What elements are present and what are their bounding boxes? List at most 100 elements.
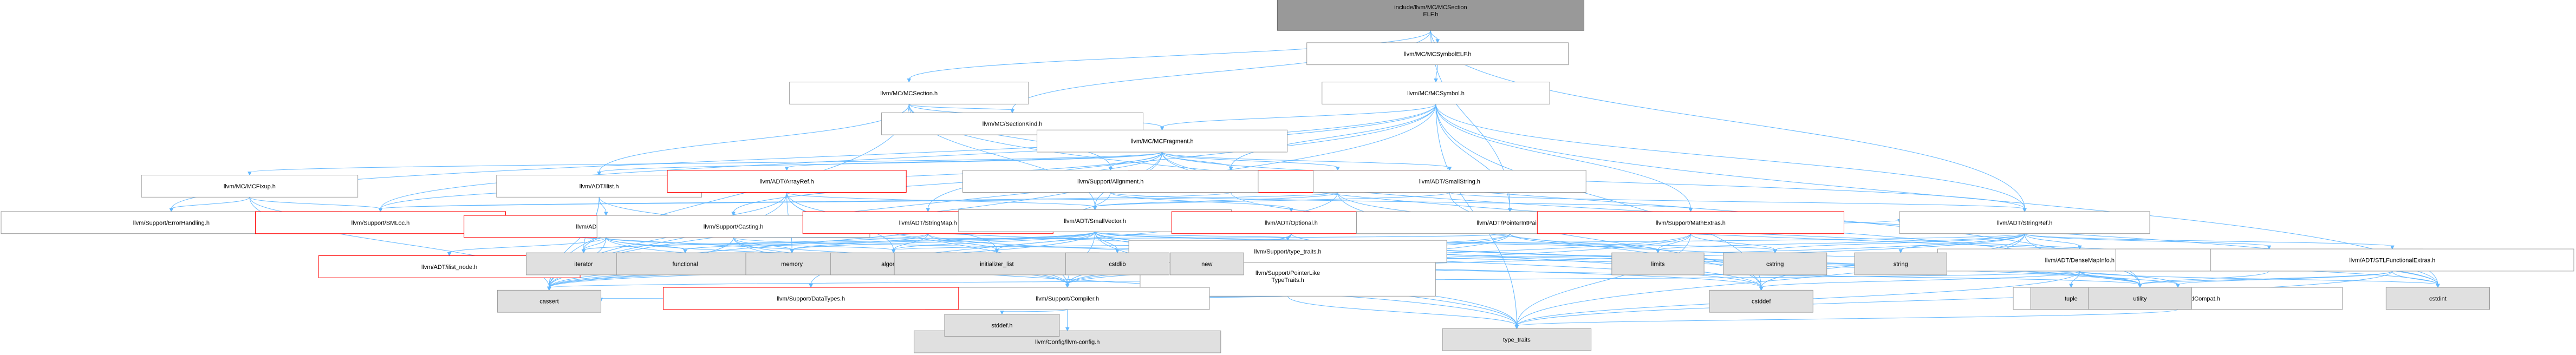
dependency-edge-frag-mcinst bbox=[1162, 152, 1340, 171]
node-label-arrayref: llvm/ADT/ArrayRef.h bbox=[760, 179, 814, 185]
dependency-edge-strref-cstring bbox=[1773, 233, 2025, 254]
node-label-string: string bbox=[1894, 261, 1908, 268]
node-label-compiler: llvm/Support/Compiler.h bbox=[1036, 295, 1099, 302]
node-box-sec bbox=[789, 82, 1029, 104]
node-typetraits[interactable]: type_traits bbox=[1442, 328, 1592, 351]
dependency-edge-smallstr-strref bbox=[1449, 192, 2027, 213]
node-symelf[interactable]: llvm/MC/MCSymbolELF.h bbox=[1306, 42, 1569, 65]
node-box-cstddef bbox=[1709, 290, 1813, 313]
node-string[interactable]: string bbox=[1854, 252, 1947, 275]
node-box-root bbox=[1277, 0, 1585, 31]
dependency-edge-smallvec-algorithm bbox=[891, 231, 1096, 254]
dependency-edge-strref-algorithm bbox=[891, 233, 2025, 254]
node-label-smallvec: llvm/ADT/SmallVector.h bbox=[1064, 218, 1126, 225]
dependency-edge-frag-align bbox=[1108, 152, 1163, 171]
node-new[interactable]: new bbox=[1169, 252, 1244, 275]
dependency-edge-sym-strmap bbox=[926, 104, 1436, 213]
node-box-cassert bbox=[497, 290, 602, 313]
node-limits[interactable]: limits bbox=[1611, 252, 1705, 275]
node-box-cstdint bbox=[2385, 287, 2490, 310]
node-label-typetraits_h: llvm/Support/type_traits.h bbox=[1254, 249, 1322, 255]
node-box-mathext bbox=[1537, 211, 1844, 234]
node-box-initlist bbox=[894, 252, 1100, 275]
node-box-symelf bbox=[1306, 42, 1569, 65]
node-cstddef[interactable]: cstddef bbox=[1709, 290, 1813, 313]
node-label-symelf: llvm/MC/MCSymbolELF.h bbox=[1404, 51, 1472, 57]
dependency-edge-frag-ilist bbox=[597, 152, 1163, 176]
node-mathext[interactable]: llvm/Support/MathExtras.h bbox=[1537, 211, 1844, 234]
node-box-functional bbox=[616, 252, 754, 275]
node-compiler[interactable]: llvm/Support/Compiler.h bbox=[925, 287, 1210, 310]
node-label-cstddef: cstddef bbox=[1752, 299, 1771, 305]
node-box-fixup bbox=[141, 175, 359, 198]
node-cstdint[interactable]: cstdint bbox=[2385, 287, 2490, 310]
node-cstring[interactable]: cstring bbox=[1723, 252, 1827, 275]
node-label-ilistnode: llvm/ADT/ilist_node.h bbox=[421, 264, 477, 271]
node-box-arrayref bbox=[667, 170, 907, 193]
node-align[interactable]: llvm/Support/Alignment.h bbox=[962, 170, 1259, 193]
node-smallstr[interactable]: llvm/ADT/SmallString.h bbox=[1313, 170, 1586, 193]
dependency-edge-strref-compiler bbox=[1065, 233, 2025, 288]
node-frag[interactable]: llvm/MC/MCFragment.h bbox=[1037, 129, 1288, 153]
node-sec[interactable]: llvm/MC/MCSection.h bbox=[789, 82, 1029, 104]
dependency-edge-frag-smallstr bbox=[1162, 152, 1452, 171]
node-label-casting: llvm/Support/Casting.h bbox=[704, 223, 764, 230]
node-label-datatypes: llvm/Support/DataTypes.h bbox=[777, 295, 845, 302]
node-label-tuple: tuple bbox=[2065, 295, 2078, 302]
node-cstdlib[interactable]: cstdlib bbox=[1065, 252, 1169, 275]
node-label-densemap: llvm/ADT/DenseMapInfo.h bbox=[2045, 257, 2115, 264]
node-label-smallstr: llvm/ADT/SmallString.h bbox=[1419, 179, 1480, 185]
node-functional[interactable]: functional bbox=[616, 252, 754, 275]
node-box-string bbox=[1854, 252, 1947, 275]
dependency-edge-strref-string bbox=[1898, 233, 2025, 254]
node-box-frag bbox=[1037, 129, 1288, 153]
node-box-limits bbox=[1611, 252, 1705, 275]
node-box-sym bbox=[1322, 82, 1550, 104]
dependency-edge-sec-seckind bbox=[908, 103, 1014, 114]
dependency-edge-ptrpair-typetraits_h bbox=[1285, 233, 1511, 241]
node-label-fixup: llvm/MC/MCFixup.h bbox=[224, 183, 276, 190]
dependency-edge-mathext-cstring bbox=[1690, 233, 1777, 254]
node-initlist[interactable]: initializer_list bbox=[894, 252, 1100, 275]
node-memory[interactable]: memory bbox=[745, 252, 838, 275]
dependency-edge-mathext-typetraits bbox=[1514, 233, 1691, 330]
node-cassert[interactable]: cassert bbox=[497, 290, 602, 313]
node-label-strref: llvm/ADT/StringRef.h bbox=[1997, 220, 2053, 226]
node-box-cstring bbox=[1723, 252, 1827, 275]
dependency-edge-root-symelf bbox=[1430, 30, 1440, 44]
node-box-stlfunc bbox=[2210, 248, 2574, 272]
node-label-cstdlib: cstdlib bbox=[1109, 261, 1126, 268]
node-strref[interactable]: llvm/ADT/StringRef.h bbox=[1899, 211, 2150, 234]
node-sym[interactable]: llvm/MC/MCSymbol.h bbox=[1322, 82, 1550, 104]
node-stddef[interactable]: stddef.h bbox=[944, 314, 1060, 337]
node-label-ptrlike: llvm/Support/PointerLike bbox=[1256, 270, 1320, 277]
node-arrayref[interactable]: llvm/ADT/ArrayRef.h bbox=[667, 170, 907, 193]
node-utility[interactable]: utility bbox=[2087, 287, 2193, 310]
dependency-edge-smallstr-smallvec bbox=[1092, 192, 1450, 211]
dependency-edge-frag-fixup bbox=[248, 152, 1163, 176]
node-label-stddef: stddef.h bbox=[991, 323, 1012, 329]
dependency-edge-align-cassert bbox=[547, 192, 1111, 291]
node-datatypes[interactable]: llvm/Support/DataTypes.h bbox=[662, 287, 959, 310]
dependency-edge-densemap-tuple bbox=[2069, 271, 2080, 288]
node-label-limits: limits bbox=[1651, 261, 1665, 268]
node-label-smloc: llvm/Support/SMLoc.h bbox=[352, 220, 410, 226]
node-label-sym: llvm/MC/MCSymbol.h bbox=[1407, 90, 1465, 97]
dependency-edge-strref-typetraits bbox=[1514, 233, 2025, 330]
node-fixup[interactable]: llvm/MC/MCFixup.h bbox=[141, 175, 359, 198]
node-box-utility bbox=[2087, 287, 2193, 310]
dependency-edge-stlfwd-typetraits bbox=[1514, 309, 2178, 330]
dependency-edge-arrayref-cassert bbox=[547, 192, 788, 291]
dependency-edge-smallvec-functional bbox=[683, 231, 1096, 254]
node-label-ptrlike: TypeTraits.h bbox=[1272, 277, 1304, 284]
node-box-smallstr bbox=[1313, 170, 1586, 193]
dependency-edge-sym-cstddef bbox=[1435, 104, 1764, 291]
node-box-new bbox=[1169, 252, 1244, 275]
node-label-new: new bbox=[1201, 261, 1212, 268]
dependency-edge-strref-densemap bbox=[2024, 233, 2082, 250]
node-stlfunc[interactable]: llvm/ADT/STLFunctionalExtras.h bbox=[2210, 248, 2574, 272]
node-box-stddef bbox=[944, 314, 1060, 337]
node-label-stlfunc: llvm/ADT/STLFunctionalExtras.h bbox=[2349, 257, 2435, 264]
